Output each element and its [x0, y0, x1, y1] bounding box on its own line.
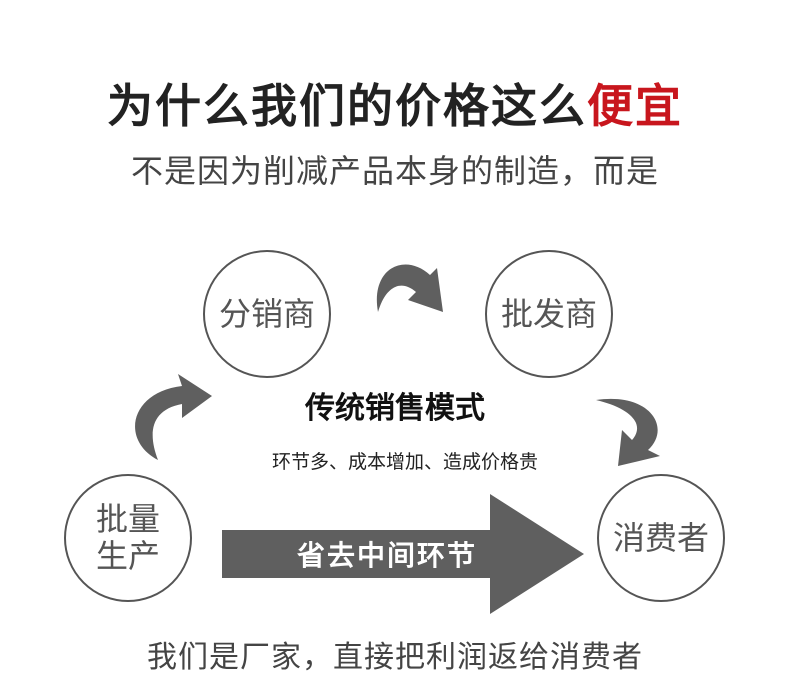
- node-mass-production-line2: 生产: [95, 537, 160, 575]
- node-consumer: 消费者: [597, 474, 725, 602]
- subtitle: 不是因为削减产品本身的制造，而是: [130, 152, 659, 190]
- node-mass-production: 批量 生产: [64, 474, 192, 602]
- curved-arrow-right: [596, 398, 660, 466]
- node-wholesaler: 批发商: [485, 250, 613, 378]
- page-title: 为什么我们的价格这么便宜: [0, 70, 790, 136]
- node-distributor-label: 分销商: [218, 294, 315, 333]
- direct-arrow: [222, 494, 584, 614]
- traditional-mode-desc: 环节多、成本增加、造成价格贵: [271, 451, 538, 473]
- direct-arrow-label: 省去中间环节: [296, 539, 477, 572]
- node-consumer-label: 消费者: [612, 518, 709, 557]
- node-mass-production-line1: 批量: [95, 500, 160, 539]
- title-highlight: 便宜: [587, 79, 683, 133]
- traditional-mode-title: 传统销售模式: [305, 391, 485, 426]
- node-distributor: 分销商: [203, 250, 331, 378]
- curved-arrow-top: [376, 264, 443, 312]
- node-wholesaler-label: 批发商: [500, 294, 597, 333]
- curved-arrow-left: [135, 374, 212, 460]
- footer-text: 我们是厂家，直接把利润返给消费者: [147, 640, 643, 675]
- title-main: 为什么我们的价格这么: [107, 79, 587, 133]
